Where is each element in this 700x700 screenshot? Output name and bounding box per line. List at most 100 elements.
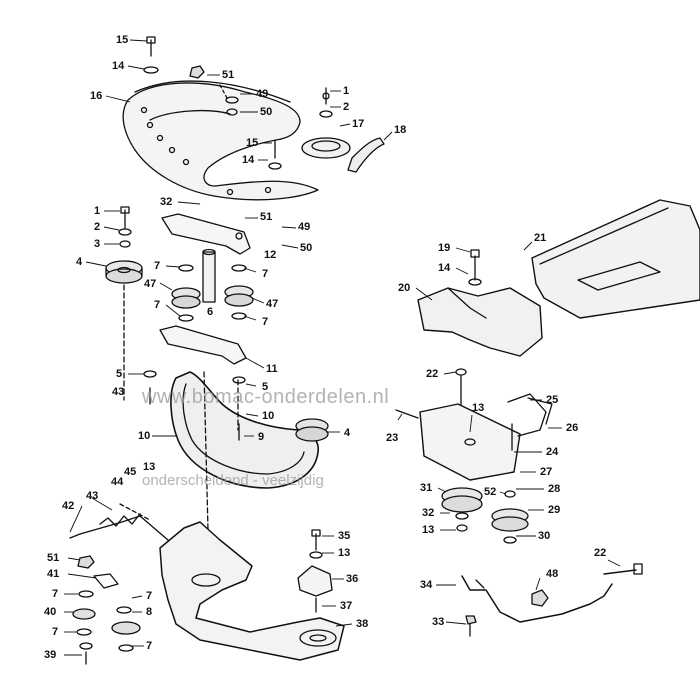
callout-5: 5 (262, 381, 269, 393)
callout-21: 21 (534, 232, 547, 244)
callout-42: 42 (62, 500, 75, 512)
callout-43: 43 (112, 386, 125, 398)
bracket-11-drawing (159, 325, 247, 365)
callout-27: 27 (540, 466, 553, 478)
callout-43: 43 (86, 490, 99, 502)
callout-2: 2 (343, 101, 350, 113)
callout-50: 50 (260, 106, 273, 118)
callout-26: 26 (566, 422, 579, 434)
belt-cover-drawing (122, 80, 319, 201)
callout-7: 7 (52, 626, 59, 638)
callout-23: 23 (386, 432, 399, 444)
callout-10: 10 (262, 410, 275, 422)
callout-16: 16 (90, 90, 103, 102)
callout-17: 17 (352, 118, 365, 130)
callout-7: 7 (146, 590, 153, 602)
callout-33: 33 (432, 616, 445, 628)
callout-1: 1 (94, 205, 101, 217)
callout-39: 39 (44, 649, 57, 661)
callout-24: 24 (546, 446, 559, 458)
callout-44: 44 (111, 476, 124, 488)
engine-plate-drawing (395, 368, 553, 481)
spring-and-rod-drawing (69, 503, 169, 541)
callout-20: 20 (398, 282, 411, 294)
callout-7: 7 (52, 588, 59, 600)
callout-22: 22 (426, 368, 439, 380)
callout-19: 19 (438, 242, 451, 254)
callout-15: 15 (246, 137, 259, 149)
linkage-rod-drawing (461, 563, 643, 637)
callout-31: 31 (420, 482, 433, 494)
callout-7: 7 (154, 299, 161, 311)
callout-5: 5 (116, 368, 123, 380)
bracket-12-drawing (161, 213, 251, 255)
callout-14: 14 (438, 262, 451, 274)
belt-10-drawing (170, 371, 320, 531)
cover-21-drawing (531, 199, 700, 319)
callout-51: 51 (260, 211, 273, 223)
callout-7: 7 (262, 316, 269, 328)
leader-lines (64, 39, 621, 656)
callout-13: 13 (422, 524, 435, 536)
callout-9: 9 (258, 431, 265, 443)
callout-13: 13 (472, 402, 485, 414)
callout-41: 41 (47, 568, 60, 580)
callout-35: 35 (338, 530, 351, 542)
callout-13: 13 (143, 461, 156, 473)
callout-49: 49 (256, 88, 269, 100)
callout-37: 37 (340, 600, 353, 612)
watermark-slogan: onderscheidend - veelzijdig (142, 472, 324, 489)
callout-51: 51 (222, 69, 235, 81)
idler-pulley-17-drawing (301, 87, 385, 173)
callout-4: 4 (76, 256, 83, 268)
callout-15: 15 (116, 34, 129, 46)
callout-11: 11 (266, 363, 278, 375)
callout-1: 1 (343, 85, 350, 97)
lower-arm-drawing (159, 521, 345, 661)
callout-52: 52 (484, 486, 497, 498)
callout-47: 47 (144, 278, 157, 290)
callout-50: 50 (300, 242, 313, 254)
callout-12: 12 (264, 249, 277, 261)
callout-2: 2 (94, 221, 101, 233)
left-pulley-stack-drawing (105, 206, 143, 401)
callout-28: 28 (548, 483, 561, 495)
callout-36: 36 (346, 573, 359, 585)
callout-14: 14 (112, 60, 125, 72)
callout-49: 49 (298, 221, 311, 233)
watermark-url: www.bomac-onderdelen.nl (142, 386, 390, 408)
engine-pulleys-drawing (441, 487, 529, 544)
callout-29: 29 (548, 504, 561, 516)
top-hardware-drawing (143, 36, 282, 170)
callout-47: 47 (266, 298, 279, 310)
callout-10: 10 (138, 430, 151, 442)
callout-8: 8 (146, 606, 153, 618)
callout-14: 14 (242, 154, 255, 166)
callout-6: 6 (207, 306, 214, 318)
callout-4: 4 (344, 427, 351, 439)
washers-drawing (143, 370, 246, 441)
pulley-4-lower-drawing (295, 418, 329, 442)
callout-18: 18 (394, 124, 407, 136)
callout-7: 7 (146, 640, 153, 652)
callout-32: 32 (160, 196, 173, 208)
bracket-36-drawing (297, 529, 333, 613)
chute-20-drawing (417, 249, 543, 357)
callout-13: 13 (338, 547, 351, 559)
callout-48: 48 (546, 568, 559, 580)
callout-30: 30 (538, 530, 551, 542)
callout-22: 22 (594, 547, 607, 559)
center-pulleys-drawing (171, 248, 254, 322)
callout-38: 38 (356, 618, 369, 630)
callout-32: 32 (422, 507, 435, 519)
callout-40: 40 (44, 606, 57, 618)
callout-3: 3 (94, 238, 101, 250)
left-lower-stack-drawing (72, 555, 141, 665)
callout-7: 7 (154, 260, 161, 272)
callout-45: 45 (124, 466, 137, 478)
callout-51: 51 (47, 552, 60, 564)
callout-7: 7 (262, 268, 269, 280)
callout-25: 25 (546, 394, 559, 406)
